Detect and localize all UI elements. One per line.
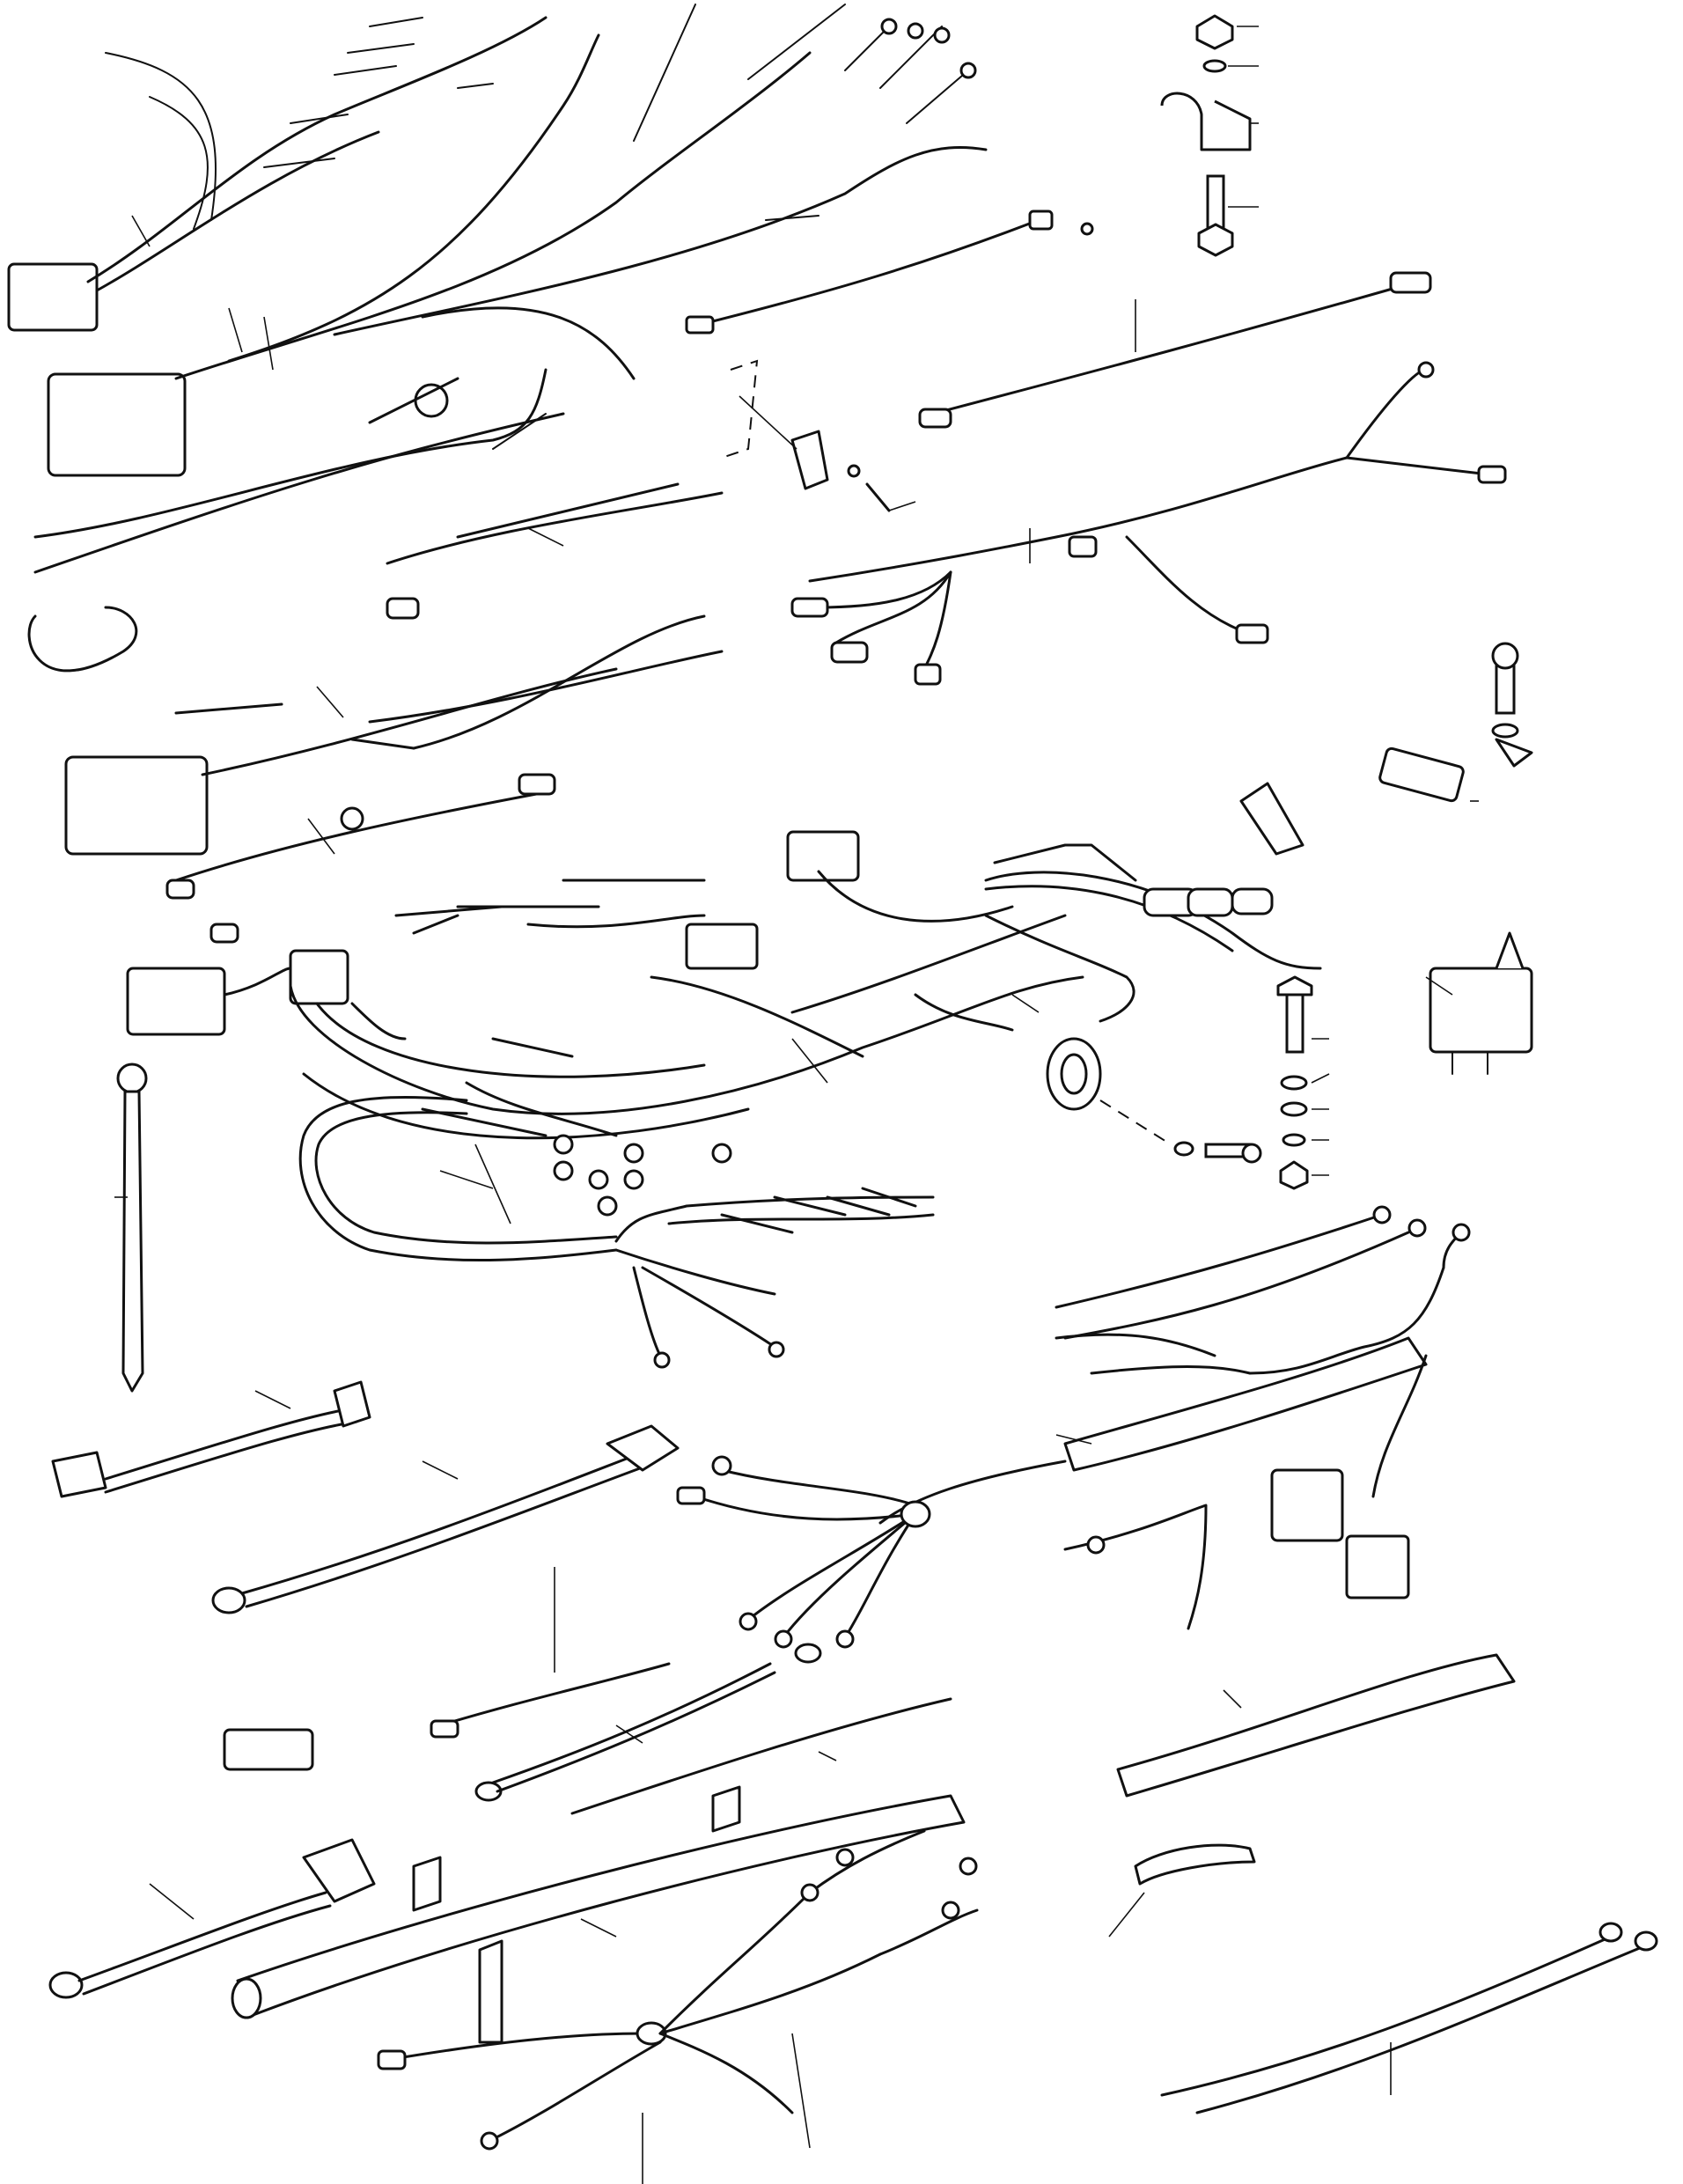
fastener-group-top-right [1160, 14, 1259, 257]
hex-nut [1195, 14, 1234, 50]
connector-housing [223, 1728, 314, 1771]
relay [1429, 967, 1533, 1054]
multi-pin-connector-small [7, 262, 99, 332]
washer [1202, 59, 1227, 73]
single-leads-upper [685, 210, 1432, 429]
harness-left-middle [64, 614, 724, 944]
cable-tie [114, 1063, 148, 1393]
sleeved-bundle [1063, 1336, 1428, 1472]
conduit-tube [231, 1785, 966, 2044]
connector-bottom-right [1108, 1843, 1658, 2114]
earth-strap [1116, 1653, 1516, 1798]
harness-bottom-center [377, 1829, 979, 2184]
battery-lead-bottom-left [48, 1838, 376, 1999]
fasteners-and-relay-right [1239, 642, 1533, 1075]
harness-loop-lower [298, 1095, 935, 1369]
bracket-and-screw [721, 359, 916, 512]
braided-strap [1116, 1653, 1516, 1798]
harness-left-branches [27, 316, 724, 673]
battery-cables [51, 1380, 680, 1614]
leads-lower-middle [223, 1567, 952, 1815]
multi-pin-connector [64, 755, 209, 856]
rigid-conduit [236, 1794, 966, 2018]
central-multi-pin-connector [126, 967, 226, 1036]
harness-lower-right [676, 1205, 1471, 1649]
harness-central-main [126, 830, 1322, 1164]
harness-right-terminals [790, 361, 1507, 686]
harness-top-left-main [7, 4, 988, 477]
grommet-and-fasteners [1046, 975, 1330, 1190]
multi-pin-connector-large [47, 372, 187, 477]
p-clip [1160, 92, 1252, 151]
